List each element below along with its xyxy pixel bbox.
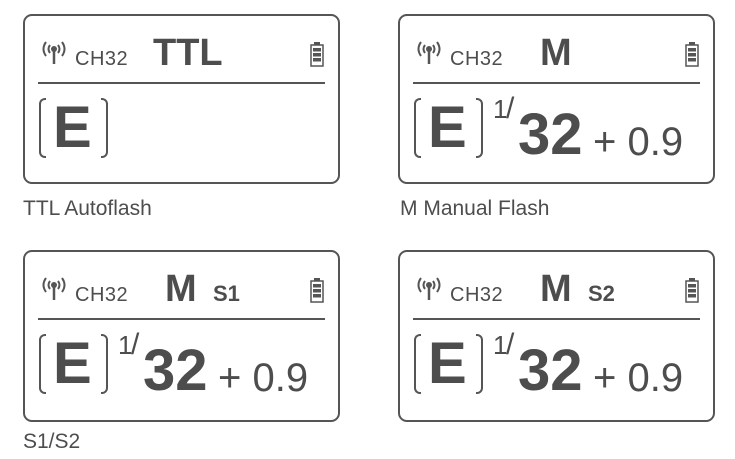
group-letter: E [428,331,467,396]
bracket-right [476,334,483,394]
power-numerator: 1 [493,94,508,124]
caption-s1-s2: S1/S2 [23,430,81,453]
bracket-right [101,98,108,158]
wireless-signal-icon [417,277,441,300]
mode-label: TTL [153,32,223,74]
power-slash: / [506,92,515,125]
bracket-left [414,334,421,394]
battery-icon [310,42,324,67]
bracket-right [476,98,483,158]
mode-label: M [540,268,572,310]
exposure-compensation: + 0.9 [218,356,309,400]
power-slash: / [506,328,515,361]
caption-ttl: TTL Autoflash [23,197,152,220]
lcd-panel-s2: CH32 M S2 E 1 / 32 + 0.9 [398,250,715,422]
exposure-compensation: + 0.9 [593,356,684,400]
bracket-left [414,98,421,158]
exposure-compensation: + 0.9 [593,120,684,164]
channel-label: CH32 [450,48,504,70]
bracket-left [39,98,46,158]
mode-label: M [540,32,572,74]
power-denominator: 32 [143,338,208,403]
wireless-signal-icon [42,41,66,64]
lcd-panel-manual: CH32 M E 1 / 32 + 0.9 [398,14,715,184]
lcd-panel-ttl: CH32 TTL E [23,14,340,184]
battery-icon [310,278,324,303]
separator-line [413,82,700,84]
group-indicator: E [414,331,484,396]
group-indicator: E [39,331,109,396]
lcd-panel-s1: CH32 M S1 E 1 / 32 + 0.9 [23,250,340,422]
group-indicator: E [414,95,484,160]
separator-line [38,318,325,320]
channel-label: CH32 [450,284,504,306]
separator-line [38,82,325,84]
battery-icon [685,42,699,67]
wireless-signal-icon [417,41,441,64]
power-slash: / [131,328,140,361]
channel-label: CH32 [75,284,129,306]
caption-manual: M Manual Flash [400,197,550,220]
separator-line [413,318,700,320]
channel-label: CH32 [75,48,129,70]
slave-mode-label: S1 [213,281,240,306]
power-denominator: 32 [518,102,583,167]
bracket-left [39,334,46,394]
mode-label: M [165,268,197,310]
wireless-signal-icon [42,277,66,300]
bracket-right [101,334,108,394]
group-indicator: E [39,95,109,160]
power-numerator: 1 [493,330,508,360]
group-letter: E [53,95,92,160]
slave-mode-label: S2 [588,281,615,306]
power-denominator: 32 [518,338,583,403]
battery-icon [685,278,699,303]
group-letter: E [53,331,92,396]
power-numerator: 1 [118,330,133,360]
group-letter: E [428,95,467,160]
